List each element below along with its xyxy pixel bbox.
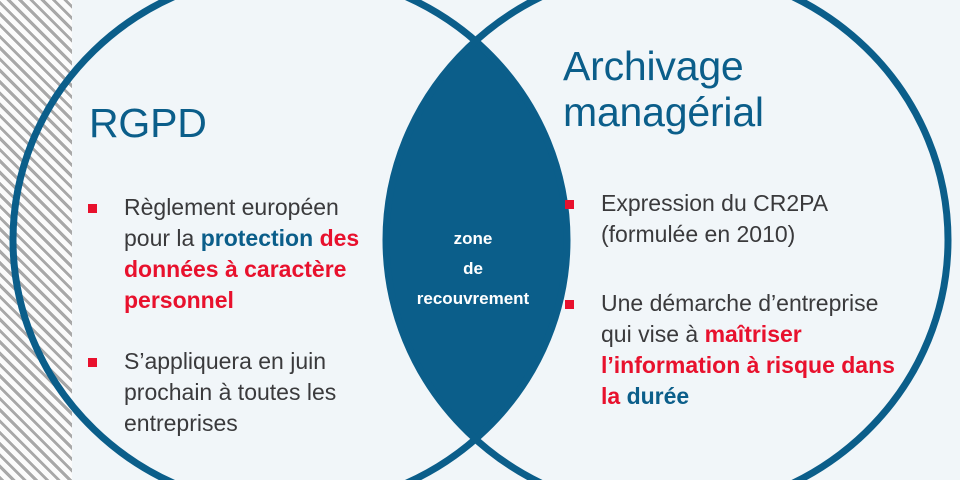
left-circle-outline [9, 0, 571, 480]
bullet-run: maîtriser l’information à risque dans la [601, 321, 895, 409]
overlap-zone-label: zone de recouvrement [416, 229, 530, 308]
bullet-list-right: Expression du CR2PA (formulée en 2010) U… [565, 188, 905, 450]
list-item: Règlement européen pour la protection de… [88, 192, 388, 316]
page-title-archivage: Archivage managérial [563, 43, 764, 135]
bullet-square-icon [88, 358, 97, 367]
right-circle-outline [382, 0, 952, 480]
page-title-rgpd: RGPD [89, 100, 207, 146]
bullet-run: Une démarche d’entreprise qui vise à [601, 290, 879, 347]
bullet-run: S’appliquera en juin prochain à toutes l… [124, 348, 337, 436]
bullet-run: des données à caractère personnel [124, 225, 360, 313]
list-item: S’appliquera en juin prochain à toutes l… [88, 346, 388, 439]
bullet-run: durée [626, 383, 690, 409]
bullet-run: protection [200, 225, 320, 251]
bullet-square-icon [88, 204, 97, 213]
bullet-run: Expression du CR2PA (formulée en 2010) [601, 190, 827, 247]
bullet-square-icon [565, 300, 574, 309]
list-item: Expression du CR2PA (formulée en 2010) [565, 188, 905, 250]
bullet-square-icon [565, 200, 574, 209]
bullet-run: Règlement européen pour la [124, 194, 339, 251]
hatched-side-band [0, 0, 72, 480]
bullet-list-left: Règlement européen pour la protection de… [88, 192, 388, 469]
list-item: Une démarche d’entreprise qui vise à maî… [565, 288, 905, 412]
